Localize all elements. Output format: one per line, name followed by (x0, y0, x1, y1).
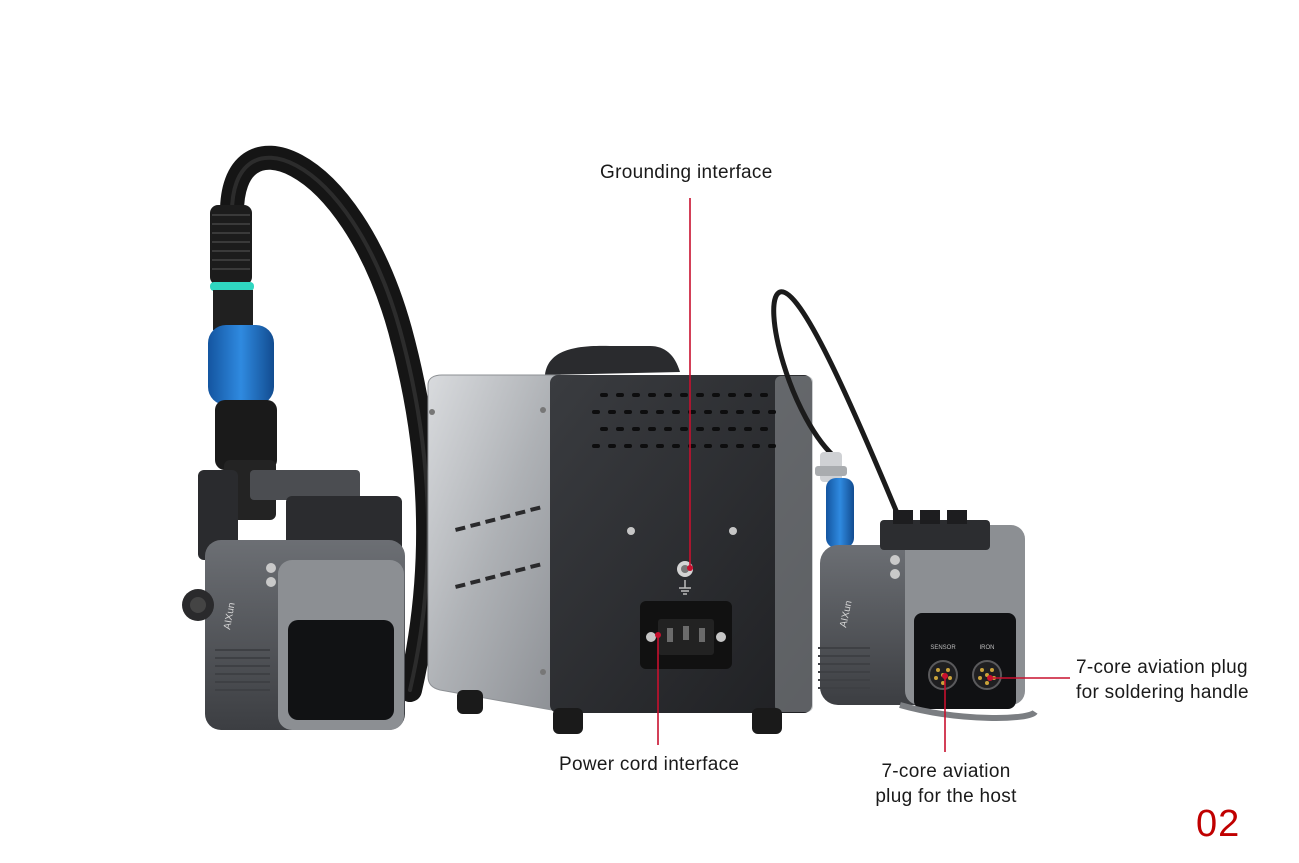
main-unit (427, 345, 813, 734)
blue-grip (208, 325, 274, 405)
grounding-interface-label: Grounding interface (600, 162, 773, 183)
handle-plug-label-line1: 7-core aviation plug (1076, 657, 1248, 678)
page-number: 02 (1196, 803, 1241, 845)
vent-grille (592, 393, 776, 448)
callout-lines (655, 198, 1070, 752)
soldering-cable (771, 289, 903, 523)
hot-air-holder-base: AIXun (182, 470, 405, 730)
iron-grip (826, 478, 854, 548)
chassis-side-panel (427, 374, 561, 711)
soldering-station: SENSOR IRON AIXun (771, 289, 1038, 721)
indicator-ring (210, 282, 254, 291)
host-plug-label-line2: plug for the host (875, 786, 1017, 807)
power-cord-interface-label: Power cord interface (559, 754, 740, 775)
port-label-sensor: SENSOR (930, 645, 956, 651)
handle-plug-label: 7-core aviation plug for soldering handl… (1076, 655, 1249, 705)
port-label-iron: IRON (980, 645, 995, 651)
brand-logo-left: AIXun (222, 602, 238, 631)
handle-plug-label-line2: for soldering handle (1076, 682, 1249, 703)
ground-symbol-icon (679, 580, 691, 595)
host-plug-label: 7-core aviation plug for the host (866, 759, 1026, 809)
rear-panel (550, 375, 812, 713)
hot-air-handle (208, 145, 441, 702)
connector-panel (914, 613, 1016, 709)
host-plug-label-line1: 7-core aviation (881, 761, 1011, 782)
